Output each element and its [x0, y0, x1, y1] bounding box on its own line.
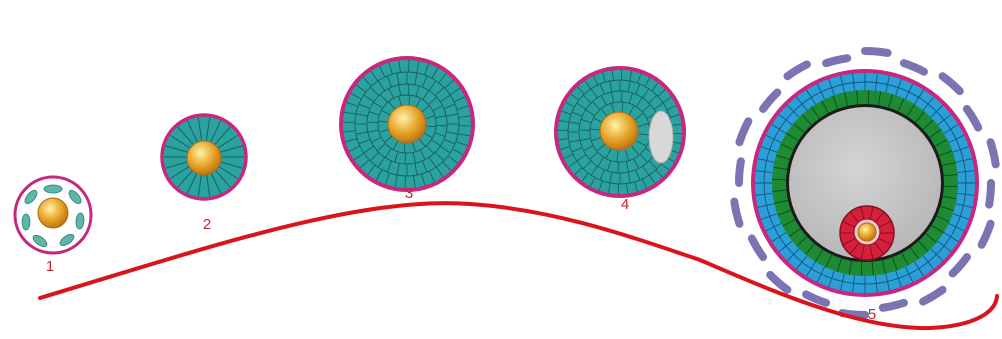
cell-border	[944, 186, 958, 187]
cell-border	[405, 153, 406, 164]
follicle-5-oocyte	[858, 223, 876, 241]
follicle-stage-3: 3	[341, 58, 473, 202]
theca-cell	[763, 93, 777, 109]
theca-cell	[904, 63, 924, 71]
cell-border	[436, 125, 447, 126]
theca-cell	[967, 109, 978, 128]
follicle-stage-2: 2	[162, 115, 246, 233]
theca-cell	[991, 142, 996, 164]
theca-cell	[770, 275, 787, 290]
follicle-stage-1: 1	[15, 177, 91, 275]
cell-border	[579, 130, 590, 131]
theca-cell	[806, 294, 826, 302]
theca-cell	[752, 238, 763, 257]
stage-4-label: 4	[621, 196, 629, 213]
follicle-1-oocyte	[38, 198, 68, 228]
cell-border	[408, 84, 409, 95]
follicle-2-oocyte	[187, 141, 221, 175]
theca-cell	[923, 290, 943, 302]
follicle-4-oocyte	[600, 112, 638, 150]
theca-cell	[989, 183, 991, 205]
theca-cell	[883, 303, 904, 308]
cell-border	[621, 91, 622, 102]
theca-cell	[734, 202, 739, 224]
stage-3-label: 3	[405, 185, 413, 202]
theca-cell	[739, 121, 748, 142]
stage-2-label: 2	[203, 216, 211, 233]
cell-border	[618, 162, 619, 173]
stage-1-label: 1	[46, 258, 54, 275]
theca-cell	[787, 64, 807, 76]
follicle-4-antrum	[649, 111, 673, 163]
theca-cell	[739, 161, 741, 183]
follicle-stage-5: 5	[734, 51, 995, 323]
follicle-3-oocyte	[388, 105, 426, 143]
theca-cell	[826, 58, 847, 63]
theca-cell	[943, 76, 960, 91]
cell-border	[367, 122, 378, 123]
follicle-stage-4: 4	[556, 68, 684, 213]
cell-border	[861, 262, 862, 276]
theca-cell	[953, 257, 967, 273]
theca-cell	[982, 224, 991, 245]
theca-cell	[865, 51, 888, 53]
cell-border	[868, 90, 869, 104]
cell-border	[772, 179, 786, 180]
